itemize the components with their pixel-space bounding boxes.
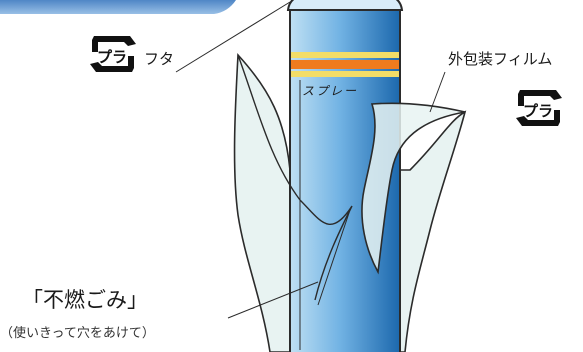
film-leader-line xyxy=(429,71,446,113)
svg-text:プラ: プラ xyxy=(523,102,553,120)
can-leader-line xyxy=(227,281,319,319)
spray-can-cap xyxy=(286,0,404,11)
spray-label: スプレー xyxy=(302,84,359,98)
nonburnable-label: 「不燃ごみ」 xyxy=(22,288,148,312)
plastic-recycle-mark-icon: プラ xyxy=(516,90,562,126)
cap-leader-line xyxy=(175,1,291,73)
can-label-bands xyxy=(291,52,399,77)
outer-film-label: 外包装フィルム xyxy=(448,50,553,68)
usage-note: （使いきって穴をあけて） xyxy=(0,326,155,341)
header-banner xyxy=(0,0,236,14)
plastic-recycle-mark-icon: プラ xyxy=(90,36,136,72)
outer-film-left-flap xyxy=(237,54,353,301)
svg-text:プラ: プラ xyxy=(97,48,127,66)
cap-label: フタ xyxy=(144,50,175,68)
outer-film-front xyxy=(361,102,466,275)
